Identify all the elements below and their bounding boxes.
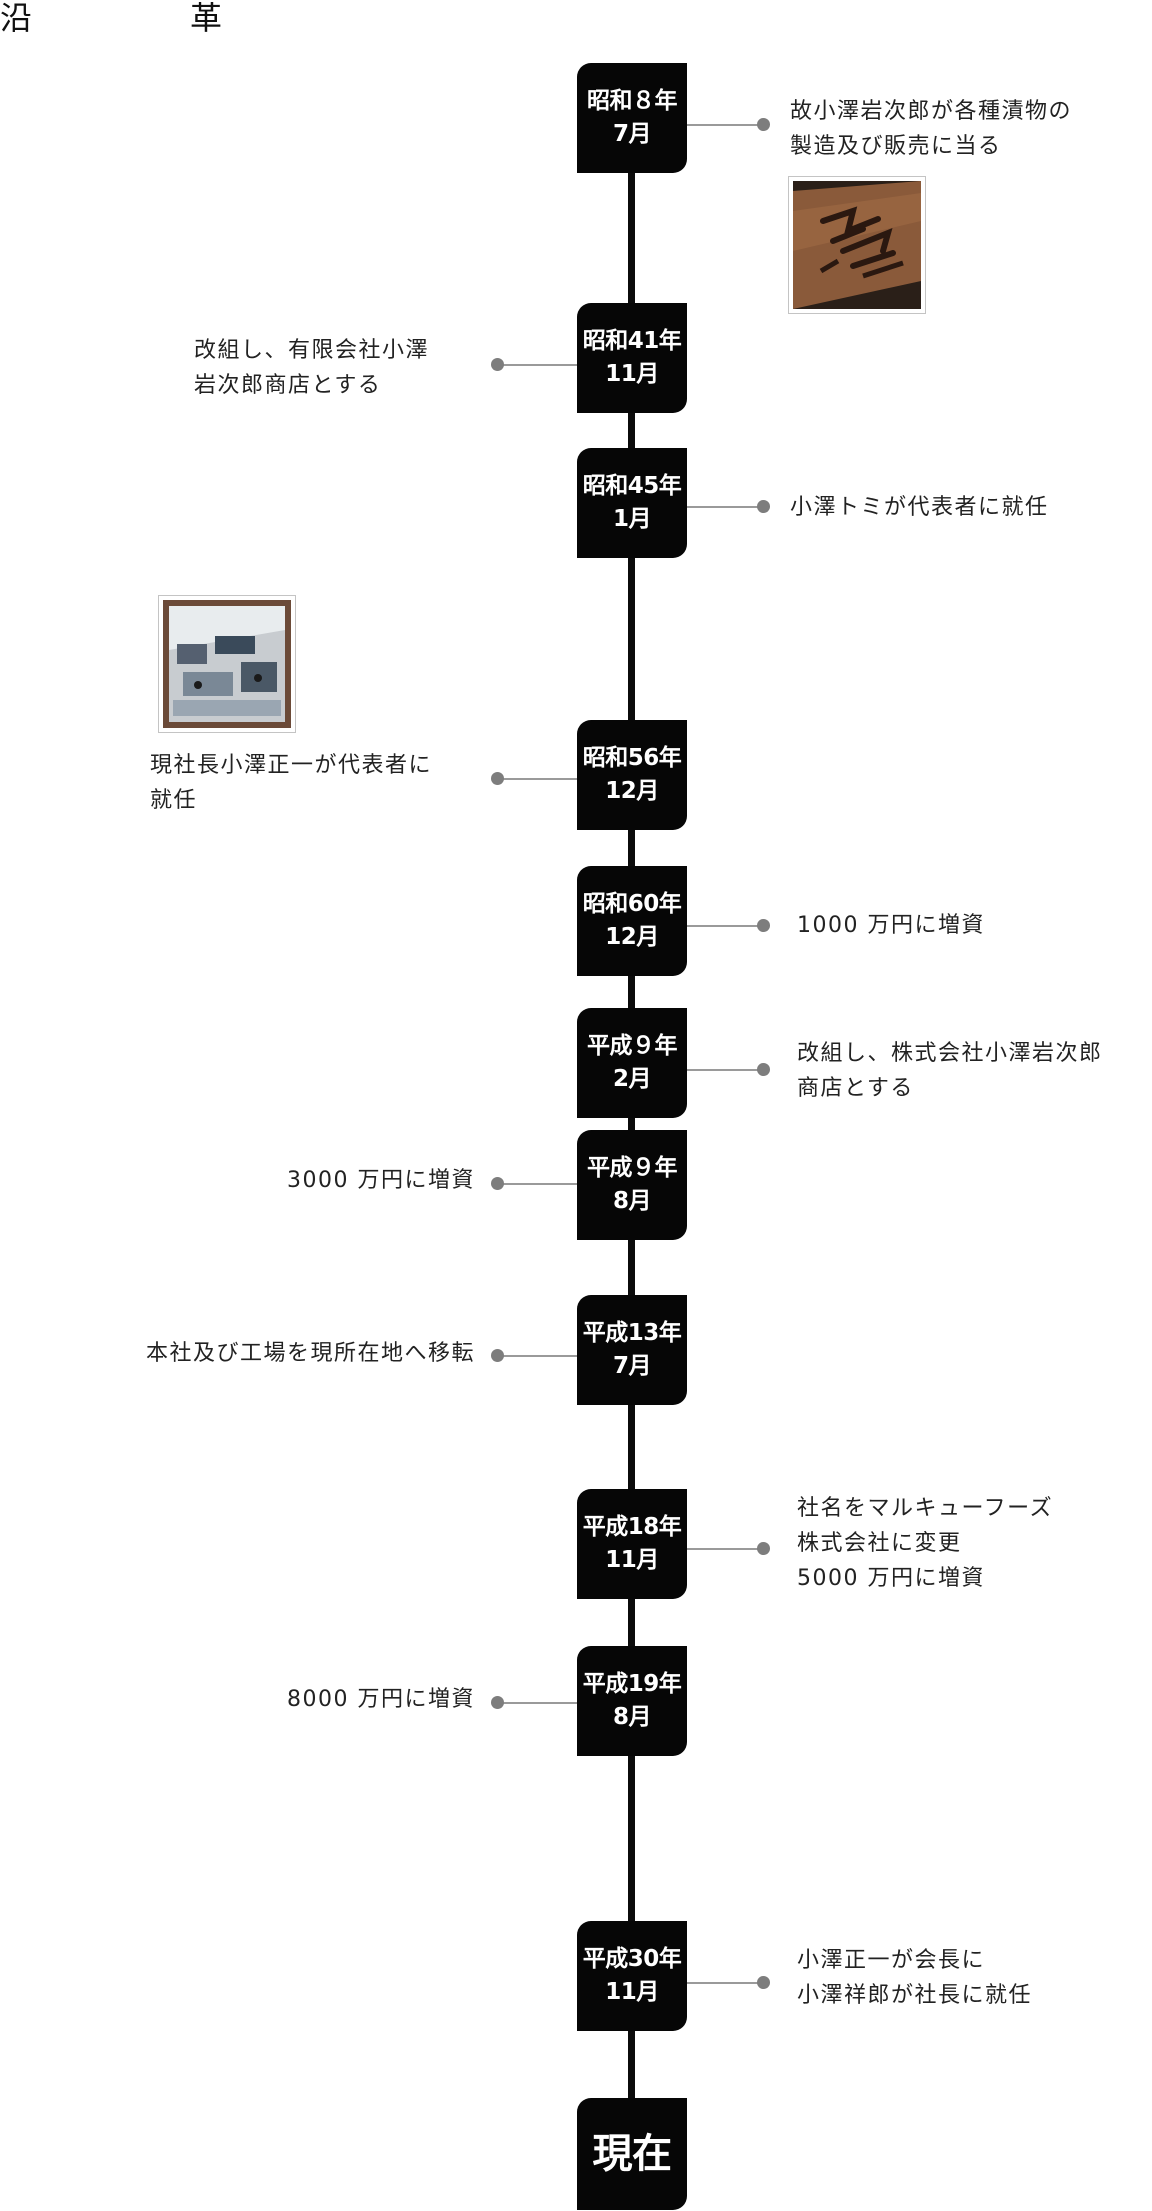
connector-line bbox=[687, 1069, 763, 1071]
event-line: 小澤トミが代表者に就任 bbox=[790, 495, 1049, 520]
event-text-showa41: 改組し、有限会社小澤 岩次郎商店とする bbox=[194, 333, 429, 403]
event-line: 現社長小澤正一が代表者に bbox=[150, 753, 433, 778]
date-box-present: 現在 bbox=[577, 2098, 687, 2210]
date-box-heisei18: 平成18年 11月 bbox=[577, 1489, 687, 1599]
date-box-heisei19: 平成19年 8月 bbox=[577, 1646, 687, 1756]
date-box-showa45: 昭和45年 1月 bbox=[577, 448, 687, 558]
date-box-showa41: 昭和41年 11月 bbox=[577, 303, 687, 413]
connector-line bbox=[500, 1355, 577, 1357]
date-box-heisei13: 平成13年 7月 bbox=[577, 1295, 687, 1405]
date-box-showa60: 昭和60年 12月 bbox=[577, 866, 687, 976]
connector-line bbox=[687, 506, 763, 508]
connector-dot bbox=[491, 772, 504, 785]
date-month: 11月 bbox=[605, 361, 659, 387]
date-box-heisei9-aug: 平成９年 8月 bbox=[577, 1130, 687, 1240]
event-line: 3000 万円に増資 bbox=[287, 1168, 475, 1193]
connector-dot bbox=[491, 1696, 504, 1709]
date-year: 平成９年 bbox=[587, 1155, 678, 1181]
date-box-showa8: 昭和８年 7月 bbox=[577, 63, 687, 173]
date-year: 昭和60年 bbox=[582, 891, 682, 917]
event-text-heisei18: 社名をマルキューフーズ 株式会社に変更 5000 万円に増資 bbox=[797, 1491, 1053, 1596]
date-month: 1月 bbox=[612, 506, 652, 532]
date-year: 平成９年 bbox=[587, 1033, 678, 1059]
date-year: 平成30年 bbox=[582, 1946, 682, 1972]
factory-image bbox=[163, 600, 291, 728]
date-month: 12月 bbox=[605, 778, 659, 804]
event-line: 小澤正一が会長に bbox=[797, 1948, 986, 1973]
signboard-image bbox=[793, 181, 921, 309]
factory-photo bbox=[158, 595, 296, 733]
connector-line bbox=[687, 1548, 763, 1550]
page-title: 沿革 bbox=[0, 0, 240, 38]
date-year: 平成19年 bbox=[582, 1671, 682, 1697]
connector-dot bbox=[757, 1542, 770, 1555]
event-text-showa56: 現社長小澤正一が代表者に 就任 bbox=[150, 748, 432, 818]
date-month: 8月 bbox=[612, 1704, 652, 1730]
page-title-char-1: 沿 bbox=[0, 0, 33, 37]
event-text-heisei30: 小澤正一が会長に 小澤祥郎が社長に就任 bbox=[797, 1943, 1032, 2013]
present-label: 現在 bbox=[592, 2130, 673, 2177]
connector-dot bbox=[757, 500, 770, 513]
signboard-photo bbox=[788, 176, 926, 314]
date-month: 11月 bbox=[605, 1547, 659, 1573]
event-line: 岩次郎商店とする bbox=[194, 373, 382, 398]
event-line: 改組し、有限会社小澤 bbox=[194, 338, 430, 363]
event-text-showa60: 1000 万円に増資 bbox=[797, 908, 985, 943]
connector-dot bbox=[757, 1063, 770, 1076]
connector-line bbox=[500, 1702, 577, 1704]
date-month: 2月 bbox=[612, 1066, 652, 1092]
date-year: 平成18年 bbox=[582, 1514, 682, 1540]
connector-line bbox=[687, 1982, 763, 1984]
event-text-heisei13: 本社及び工場を現所在地へ移転 bbox=[60, 1336, 475, 1371]
date-month: 11月 bbox=[605, 1979, 659, 2005]
connector-line bbox=[500, 778, 577, 780]
date-month: 7月 bbox=[612, 121, 652, 147]
date-year: 平成13年 bbox=[582, 1320, 682, 1346]
connector-line bbox=[500, 364, 577, 366]
event-line: 5000 万円に増資 bbox=[797, 1566, 985, 1591]
connector-dot bbox=[491, 358, 504, 371]
event-line: 製造及び販売に当る bbox=[790, 134, 1002, 159]
date-box-showa56: 昭和56年 12月 bbox=[577, 720, 687, 830]
event-line: 商店とする bbox=[797, 1076, 914, 1101]
date-box-heisei30: 平成30年 11月 bbox=[577, 1921, 687, 2031]
event-text-showa8: 故小澤岩次郎が各種漬物の 製造及び販売に当る bbox=[790, 94, 1072, 164]
connector-line bbox=[687, 124, 763, 126]
connector-dot bbox=[757, 1976, 770, 1989]
event-line: 就任 bbox=[150, 788, 198, 813]
event-text-heisei19: 8000 万円に増資 bbox=[220, 1682, 475, 1717]
event-text-showa45: 小澤トミが代表者に就任 bbox=[790, 490, 1049, 525]
date-year: 昭和45年 bbox=[582, 473, 682, 499]
connector-dot bbox=[491, 1349, 504, 1362]
connector-dot bbox=[757, 919, 770, 932]
event-line: 故小澤岩次郎が各種漬物の bbox=[790, 99, 1073, 124]
date-year: 昭和56年 bbox=[582, 745, 682, 771]
event-line: 本社及び工場を現所在地へ移転 bbox=[145, 1341, 475, 1366]
date-month: 7月 bbox=[612, 1353, 652, 1379]
connector-dot bbox=[757, 118, 770, 131]
date-month: 8月 bbox=[612, 1188, 652, 1214]
page-title-char-2: 革 bbox=[190, 0, 223, 37]
event-line: 株式会社に変更 bbox=[797, 1531, 962, 1556]
event-line: 8000 万円に増資 bbox=[287, 1687, 475, 1712]
connector-dot bbox=[491, 1177, 504, 1190]
date-box-heisei9-feb: 平成９年 2月 bbox=[577, 1008, 687, 1118]
date-month: 12月 bbox=[605, 924, 659, 950]
date-year: 昭和８年 bbox=[587, 88, 678, 114]
event-line: 1000 万円に増資 bbox=[797, 913, 985, 938]
event-line: 改組し、株式会社小澤岩次郎 bbox=[797, 1041, 1103, 1066]
event-line: 社名をマルキューフーズ bbox=[797, 1496, 1054, 1521]
event-text-heisei9-aug: 3000 万円に増資 bbox=[220, 1163, 475, 1198]
date-year: 昭和41年 bbox=[582, 328, 682, 354]
event-line: 小澤祥郎が社長に就任 bbox=[797, 1983, 1033, 2008]
connector-line bbox=[500, 1183, 577, 1185]
event-text-heisei9-feb: 改組し、株式会社小澤岩次郎 商店とする bbox=[797, 1036, 1103, 1106]
connector-line bbox=[687, 925, 763, 927]
